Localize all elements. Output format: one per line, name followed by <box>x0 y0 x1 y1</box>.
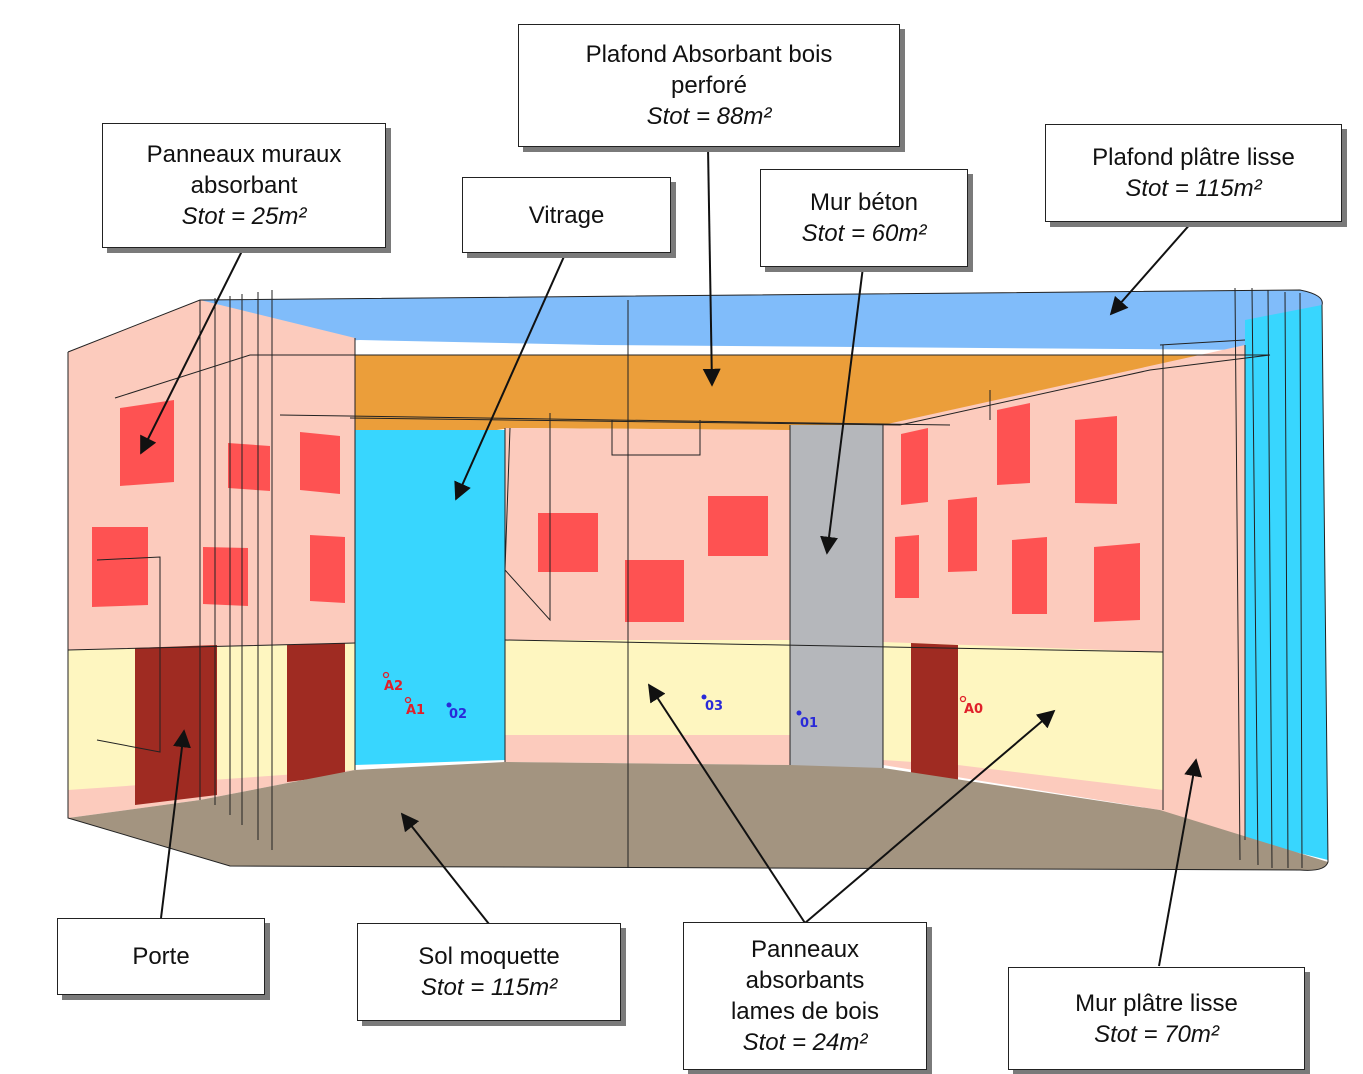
absorbent-panel <box>895 535 919 598</box>
label-line: Panneaux <box>750 936 860 963</box>
door-2 <box>287 643 345 782</box>
label-plafond-bois: Plafond Absorbant bois perforé Stot = 88… <box>518 24 900 147</box>
room-edges <box>67 287 1329 871</box>
label-panneaux-lames: Panneaux absorbants lames de bois Stot =… <box>683 922 927 1070</box>
label-line: Vitrage <box>528 201 605 229</box>
label-surface: Stot = 115m² <box>1125 175 1262 202</box>
source-point-a1 <box>404 696 412 704</box>
absorbent-panel <box>1094 543 1140 622</box>
door-3 <box>911 643 958 783</box>
source-label-a1: A1 <box>406 703 426 718</box>
wood-slats-center <box>505 640 790 735</box>
ceiling-wood <box>115 355 1270 425</box>
arrow-plafond-bois <box>702 146 721 387</box>
source-label-a0: A0 <box>964 702 984 717</box>
arrow-lames-1 <box>648 683 806 924</box>
arrow-sol <box>400 812 490 925</box>
absorbent-panel <box>92 527 148 607</box>
label-panneaux-muraux: Panneaux muraux absorbant Stot = 25m² <box>102 123 386 248</box>
source-label-a2: A2 <box>384 679 404 694</box>
label-surface: Stot = 60m² <box>801 220 927 247</box>
label-sol: Sol moquette Stot = 115m² <box>357 923 621 1021</box>
receiver-point-01 <box>796 710 802 716</box>
arrow-mur-beton <box>820 266 864 555</box>
floor-carpet <box>68 762 1328 871</box>
label-line: Panneaux muraux <box>146 141 342 168</box>
source-point-a0 <box>959 695 967 703</box>
absorbent-panel <box>997 403 1030 485</box>
absorbent-panel <box>625 560 684 622</box>
absorbent-panel <box>1012 537 1047 614</box>
arrow-lames-2 <box>804 709 1056 924</box>
absorbent-panel <box>1075 416 1117 504</box>
label-line: lames de bois <box>730 998 880 1025</box>
label-plafond-platre: Plafond plâtre lisse Stot = 115m² <box>1045 124 1342 222</box>
receiver-label-01: 01 <box>800 716 819 731</box>
absorbent-panels <box>92 400 1140 622</box>
arrow-mur-platre <box>1158 758 1202 967</box>
absorbent-panel <box>203 547 248 606</box>
receiver-point-02 <box>446 702 452 708</box>
label-line: Sol moquette <box>418 943 560 970</box>
absorbent-panel <box>901 428 928 505</box>
label-surface: Stot = 24m² <box>742 1029 868 1056</box>
label-line: absorbants <box>745 967 865 994</box>
arrow-plafond-platre <box>1109 221 1193 316</box>
label-surface: Stot = 70m² <box>1094 1020 1219 1048</box>
absorbent-panel <box>948 497 977 572</box>
label-mur-beton: Mur béton Stot = 60m² <box>760 169 968 267</box>
absorbent-panel <box>708 496 768 556</box>
label-mur-platre: Mur plâtre lisse Stot = 70m² <box>1008 967 1305 1070</box>
receiver-point-03 <box>701 694 707 700</box>
label-surface: Stot = 115m² <box>420 974 558 1001</box>
arrow-panneaux-muraux <box>140 246 245 455</box>
receiver-label-03: 03 <box>705 699 724 714</box>
concrete-column <box>790 425 883 768</box>
label-surface: Stot = 88m² <box>646 103 772 130</box>
measurement-points <box>382 671 967 716</box>
absorbent-panel <box>538 513 598 572</box>
label-line: Mur béton <box>809 189 919 216</box>
glazing-wall <box>355 430 505 765</box>
label-line: perforé <box>670 72 748 99</box>
absorbent-panel <box>228 443 270 491</box>
absorbent-panel <box>300 432 340 494</box>
absorbent-panel <box>310 535 345 603</box>
arrow-vitrage <box>454 251 567 501</box>
source-point-a2 <box>382 671 390 679</box>
receiver-label-02: 02 <box>449 707 468 722</box>
label-line: Plafond plâtre lisse <box>1092 144 1295 171</box>
callout-arrows <box>140 146 1202 967</box>
label-line: Porte <box>132 943 190 970</box>
label-porte: Porte <box>57 918 265 995</box>
arrow-porte <box>160 729 191 919</box>
ceiling-plaster <box>68 290 1323 352</box>
label-line: Plafond Absorbant bois <box>585 41 833 68</box>
label-line: Mur plâtre lisse <box>1075 989 1238 1017</box>
label-surface: Stot = 25m² <box>181 203 307 230</box>
label-vitrage: Vitrage <box>462 177 671 253</box>
label-line: absorbant <box>190 172 298 199</box>
door-1 <box>135 645 217 805</box>
